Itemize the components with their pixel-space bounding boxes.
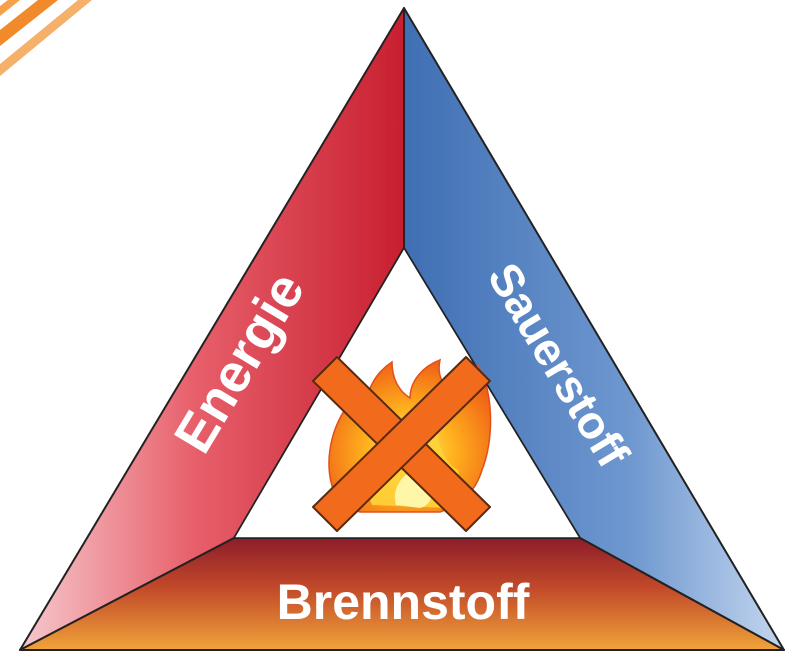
label-brennstoff: Brennstoff: [277, 574, 530, 630]
orange-stripes-icon: [0, 0, 92, 76]
cross-icon: [312, 356, 491, 532]
triangle-inner: [232, 246, 582, 539]
